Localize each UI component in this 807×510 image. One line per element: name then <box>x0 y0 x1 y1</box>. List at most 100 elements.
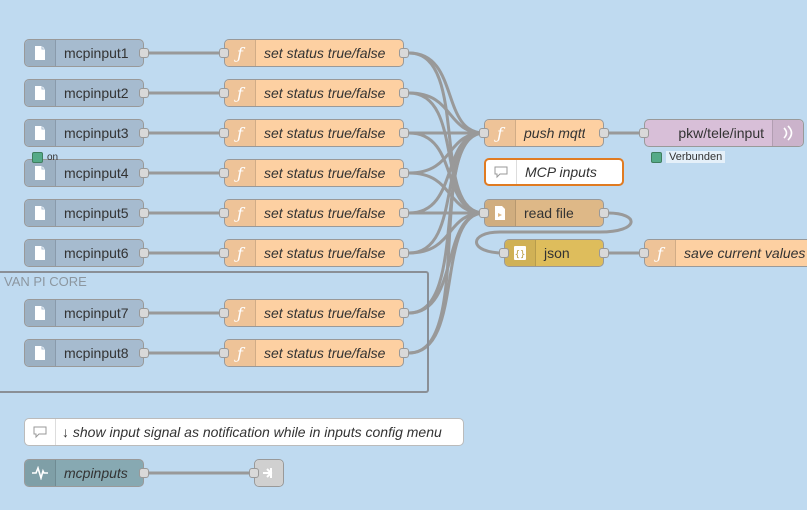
wire <box>408 211 485 355</box>
node-label: mcpinput3 <box>64 125 129 141</box>
output-port[interactable] <box>139 48 149 58</box>
node-label: set status true/false <box>264 165 386 181</box>
file-in-icon <box>485 200 516 226</box>
input-port[interactable] <box>219 168 229 178</box>
input-port[interactable] <box>249 468 259 478</box>
inject-node-mcpinput3[interactable]: mcpinput3 <box>24 119 144 147</box>
output-port[interactable] <box>399 88 409 98</box>
node-label: mcpinput7 <box>64 305 129 321</box>
input-port[interactable] <box>499 248 509 258</box>
output-port[interactable] <box>599 208 609 218</box>
node-label: ↓ show input signal as notification whil… <box>62 424 442 440</box>
function-icon: ƒ <box>645 240 676 266</box>
input-port[interactable] <box>219 88 229 98</box>
node-label: set status true/false <box>264 85 386 101</box>
function-icon: ƒ <box>225 80 256 106</box>
mcpinputs-node[interactable]: mcpinputs <box>24 459 144 487</box>
function-icon: ƒ <box>225 240 256 266</box>
output-port[interactable] <box>399 168 409 178</box>
node-label: MCP inputs <box>525 164 597 180</box>
node-label: mcpinput6 <box>64 245 129 261</box>
function-node-set-status-2[interactable]: ƒ set status true/false <box>224 79 404 107</box>
input-port[interactable] <box>639 128 649 138</box>
output-port[interactable] <box>399 308 409 318</box>
mqtt-status: Verbunden <box>651 150 726 164</box>
function-node-set-status-7[interactable]: ƒ set status true/false <box>224 299 404 327</box>
link-out-node[interactable] <box>254 459 284 487</box>
input-port[interactable] <box>219 128 229 138</box>
wire <box>408 171 485 215</box>
comment-notify[interactable]: ↓ show input signal as notification whil… <box>24 418 464 446</box>
status-text: Verbunden <box>666 151 726 163</box>
input-port[interactable] <box>639 248 649 258</box>
function-node-set-status-3[interactable]: ƒ set status true/false <box>224 119 404 147</box>
node-label: mcpinput4 <box>64 165 129 181</box>
node-label: json <box>544 245 570 261</box>
function-node-set-status-4[interactable]: ƒ set status true/false <box>224 159 404 187</box>
output-port[interactable] <box>599 248 609 258</box>
output-port[interactable] <box>399 348 409 358</box>
node-label: pkw/tele/input <box>678 125 764 141</box>
node-label: mcpinput8 <box>64 345 129 361</box>
input-port[interactable] <box>219 308 229 318</box>
file-icon <box>25 120 56 146</box>
output-port[interactable] <box>399 208 409 218</box>
node-label: mcpinput1 <box>64 45 129 61</box>
inject-node-mcpinput7[interactable]: mcpinput7 <box>24 299 144 327</box>
output-port[interactable] <box>139 88 149 98</box>
node-label: set status true/false <box>264 345 386 361</box>
output-port[interactable] <box>599 128 609 138</box>
inject-node-mcpinput1[interactable]: mcpinput1 <box>24 39 144 67</box>
function-icon: ƒ <box>225 300 256 326</box>
wire <box>475 211 633 255</box>
output-port[interactable] <box>399 128 409 138</box>
output-port[interactable] <box>139 248 149 258</box>
output-port[interactable] <box>139 168 149 178</box>
inject-node-mcpinput6[interactable]: mcpinput6 <box>24 239 144 267</box>
inject-node-mcpinput5[interactable]: mcpinput5 <box>24 199 144 227</box>
status-dot-icon <box>651 151 662 163</box>
comment-mcp-inputs[interactable]: MCP inputs <box>484 158 624 186</box>
inject-node-mcpinput4[interactable]: mcpinput4 <box>24 159 144 187</box>
output-port[interactable] <box>139 308 149 318</box>
inject-node-mcpinput8[interactable]: mcpinput8 <box>24 339 144 367</box>
input-port[interactable] <box>219 348 229 358</box>
output-port[interactable] <box>139 348 149 358</box>
input-port[interactable] <box>479 208 489 218</box>
output-port[interactable] <box>139 208 149 218</box>
input-port[interactable] <box>219 248 229 258</box>
function-node-set-status-8[interactable]: ƒ set status true/false <box>224 339 404 367</box>
save-current-values-node[interactable]: ƒ save current values <box>644 239 807 267</box>
function-icon: ƒ <box>225 40 256 66</box>
file-icon <box>25 340 56 366</box>
node-label: mcpinputs <box>64 465 128 481</box>
input-port[interactable] <box>219 48 229 58</box>
input-port[interactable] <box>479 128 489 138</box>
output-port[interactable] <box>139 468 149 478</box>
function-node-set-status-6[interactable]: ƒ set status true/false <box>224 239 404 267</box>
mqtt-out-node[interactable]: pkw/tele/input <box>644 119 804 147</box>
mqtt-wave-icon <box>772 120 803 146</box>
file-icon <box>25 80 56 106</box>
function-icon: ƒ <box>225 340 256 366</box>
output-port[interactable] <box>139 128 149 138</box>
link-out-icon <box>255 460 283 486</box>
function-node-set-status-5[interactable]: ƒ set status true/false <box>224 199 404 227</box>
node-label: read file <box>524 205 574 221</box>
output-port[interactable] <box>399 248 409 258</box>
function-icon: ƒ <box>485 120 516 146</box>
node-label: push mqtt <box>524 125 586 141</box>
output-port[interactable] <box>399 48 409 58</box>
node-label: mcpinput2 <box>64 85 129 101</box>
inject-node-mcpinput2[interactable]: mcpinput2 <box>24 79 144 107</box>
json-node[interactable]: {} json <box>504 239 604 267</box>
function-node-set-status-1[interactable]: ƒ set status true/false <box>224 39 404 67</box>
push-mqtt-node[interactable]: ƒ push mqtt <box>484 119 604 147</box>
pulse-icon <box>25 460 56 486</box>
read-file-node[interactable]: read file <box>484 199 604 227</box>
group-van-pi-core[interactable] <box>0 271 429 393</box>
function-icon: ƒ <box>225 200 256 226</box>
node-label: set status true/false <box>264 305 386 321</box>
input-port[interactable] <box>219 208 229 218</box>
file-icon <box>25 300 56 326</box>
